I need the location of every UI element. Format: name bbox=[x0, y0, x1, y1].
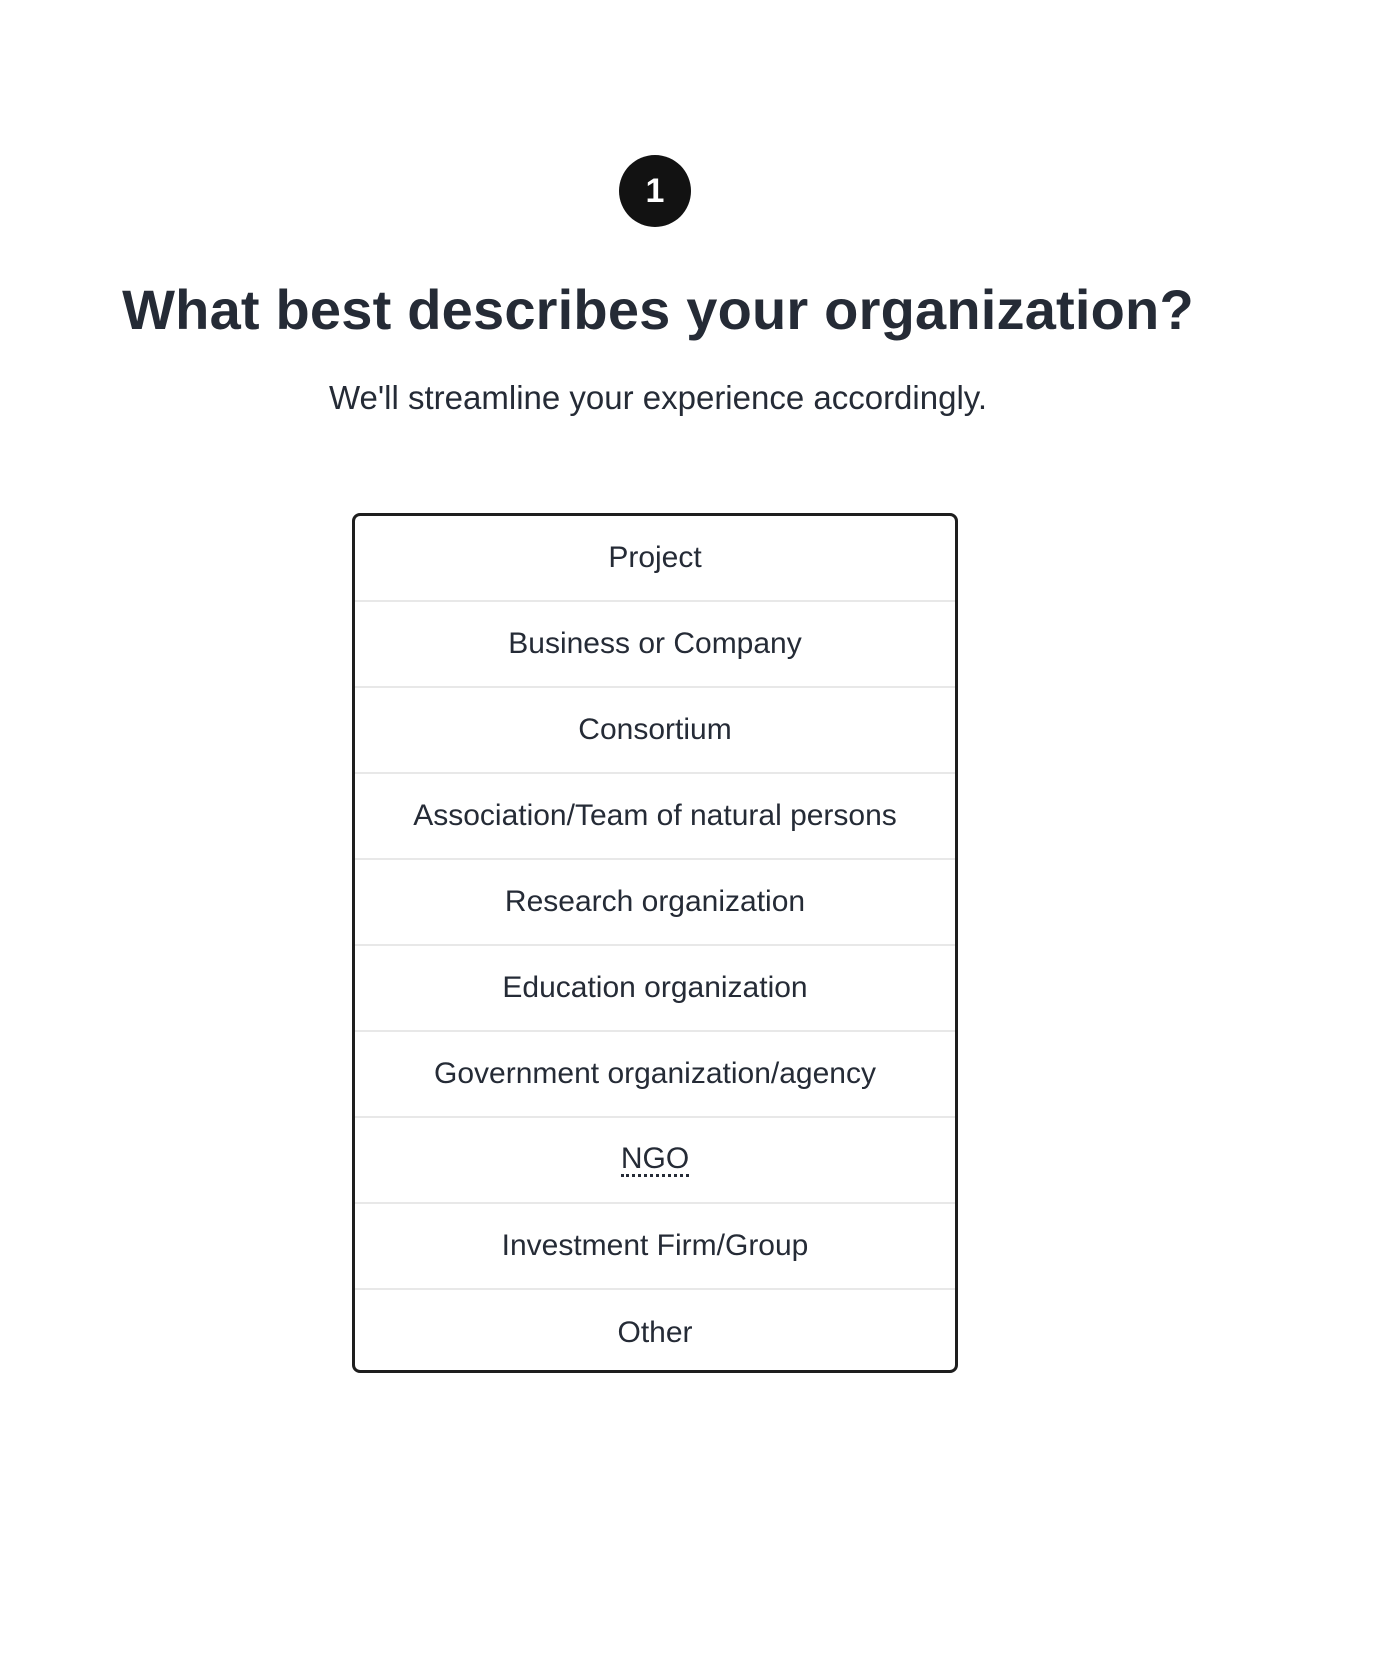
option-research-organization[interactable]: Research organization bbox=[355, 860, 955, 946]
step-number-badge: 1 bbox=[619, 155, 691, 227]
option-education-organization[interactable]: Education organization bbox=[355, 946, 955, 1032]
option-label: Consortium bbox=[578, 713, 732, 746]
option-consortium[interactable]: Consortium bbox=[355, 688, 955, 774]
option-label: Investment Firm/Group bbox=[501, 1229, 809, 1262]
option-ngo[interactable]: NGO bbox=[355, 1118, 955, 1204]
option-label: NGO bbox=[620, 1141, 690, 1177]
step-number: 1 bbox=[645, 171, 665, 210]
option-label: Association/Team of natural persons bbox=[413, 799, 897, 832]
option-label: Business or Company bbox=[508, 627, 802, 660]
page-subtitle: We'll streamline your experience accordi… bbox=[328, 379, 988, 416]
option-other[interactable]: Other bbox=[355, 1290, 955, 1370]
option-association-team[interactable]: Association/Team of natural persons bbox=[355, 774, 955, 860]
option-label: Education organization bbox=[502, 971, 808, 1004]
option-business-or-company[interactable]: Business or Company bbox=[355, 602, 955, 688]
option-label: Project bbox=[608, 541, 702, 574]
option-label: Other bbox=[617, 1316, 693, 1349]
option-investment-firm[interactable]: Investment Firm/Group bbox=[355, 1204, 955, 1290]
option-label: Research organization bbox=[504, 885, 806, 918]
option-label: Government organization/agency bbox=[434, 1057, 876, 1090]
option-project[interactable]: Project bbox=[355, 516, 955, 602]
option-government-organization[interactable]: Government organization/agency bbox=[355, 1032, 955, 1118]
organization-type-list: Project Business or Company Consortium A… bbox=[352, 513, 958, 1373]
page-title: What best describes your organization? bbox=[122, 278, 1194, 341]
